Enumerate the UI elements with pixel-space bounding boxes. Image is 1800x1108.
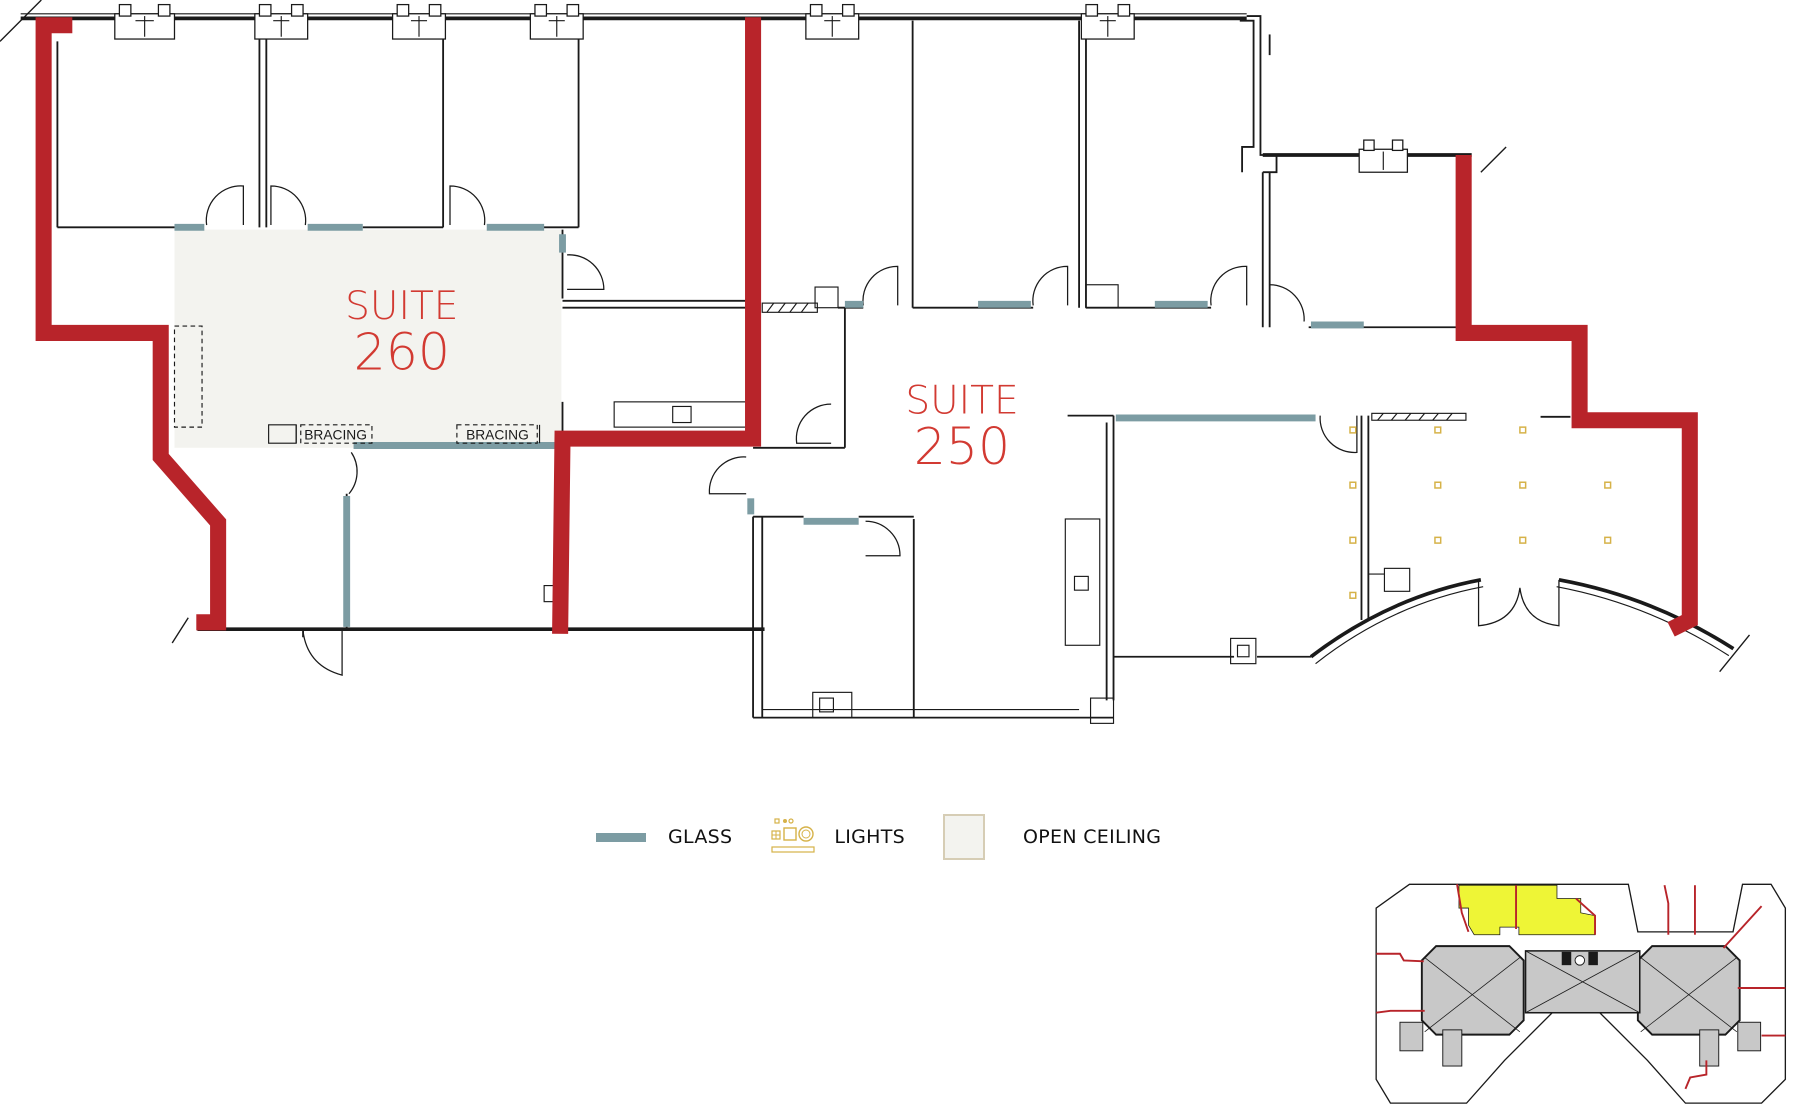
glass-partitions	[174, 223, 1364, 627]
suite-250-label-line2: 250	[914, 417, 1010, 476]
bracing-label-right: BRACING	[466, 428, 529, 443]
legend-item-lights: LIGHTS	[770, 817, 905, 857]
interior-walls-south	[613, 401, 1571, 724]
glass-swatch-icon	[596, 832, 646, 842]
legend-item-glass: GLASS	[596, 826, 732, 848]
legend-label-open-ceiling: OPEN CEILING	[1023, 826, 1162, 848]
highlighted-suites	[1458, 884, 1596, 936]
lights-icon	[771, 818, 815, 853]
interior-walls-250	[753, 20, 1458, 449]
suite-260-label-line1: SUITE	[345, 284, 458, 329]
bracing-markers	[173, 325, 541, 444]
open-ceiling-area	[174, 229, 562, 448]
legend: GLASS LIGHTS OPEN CEILING	[596, 812, 1199, 862]
suite-260-label-line2: 260	[354, 323, 450, 382]
open-ceiling-swatch-icon	[943, 814, 986, 860]
suite-250-label-line1: SUITE	[905, 378, 1018, 423]
key-plan-minimap	[1375, 883, 1787, 1104]
legend-label-lights: LIGHTS	[834, 826, 906, 848]
legend-label-glass: GLASS	[668, 826, 733, 848]
light-fixtures	[1349, 426, 1612, 599]
legend-item-open-ceiling: OPEN CEILING	[943, 814, 1161, 860]
exterior-south-wall	[171, 493, 1751, 676]
doors	[205, 185, 1358, 603]
interior-walls-north	[56, 39, 749, 437]
demising-walls	[35, 17, 1698, 637]
bracing-label-left: BRACING	[304, 428, 367, 443]
window-bays	[114, 3, 1409, 173]
